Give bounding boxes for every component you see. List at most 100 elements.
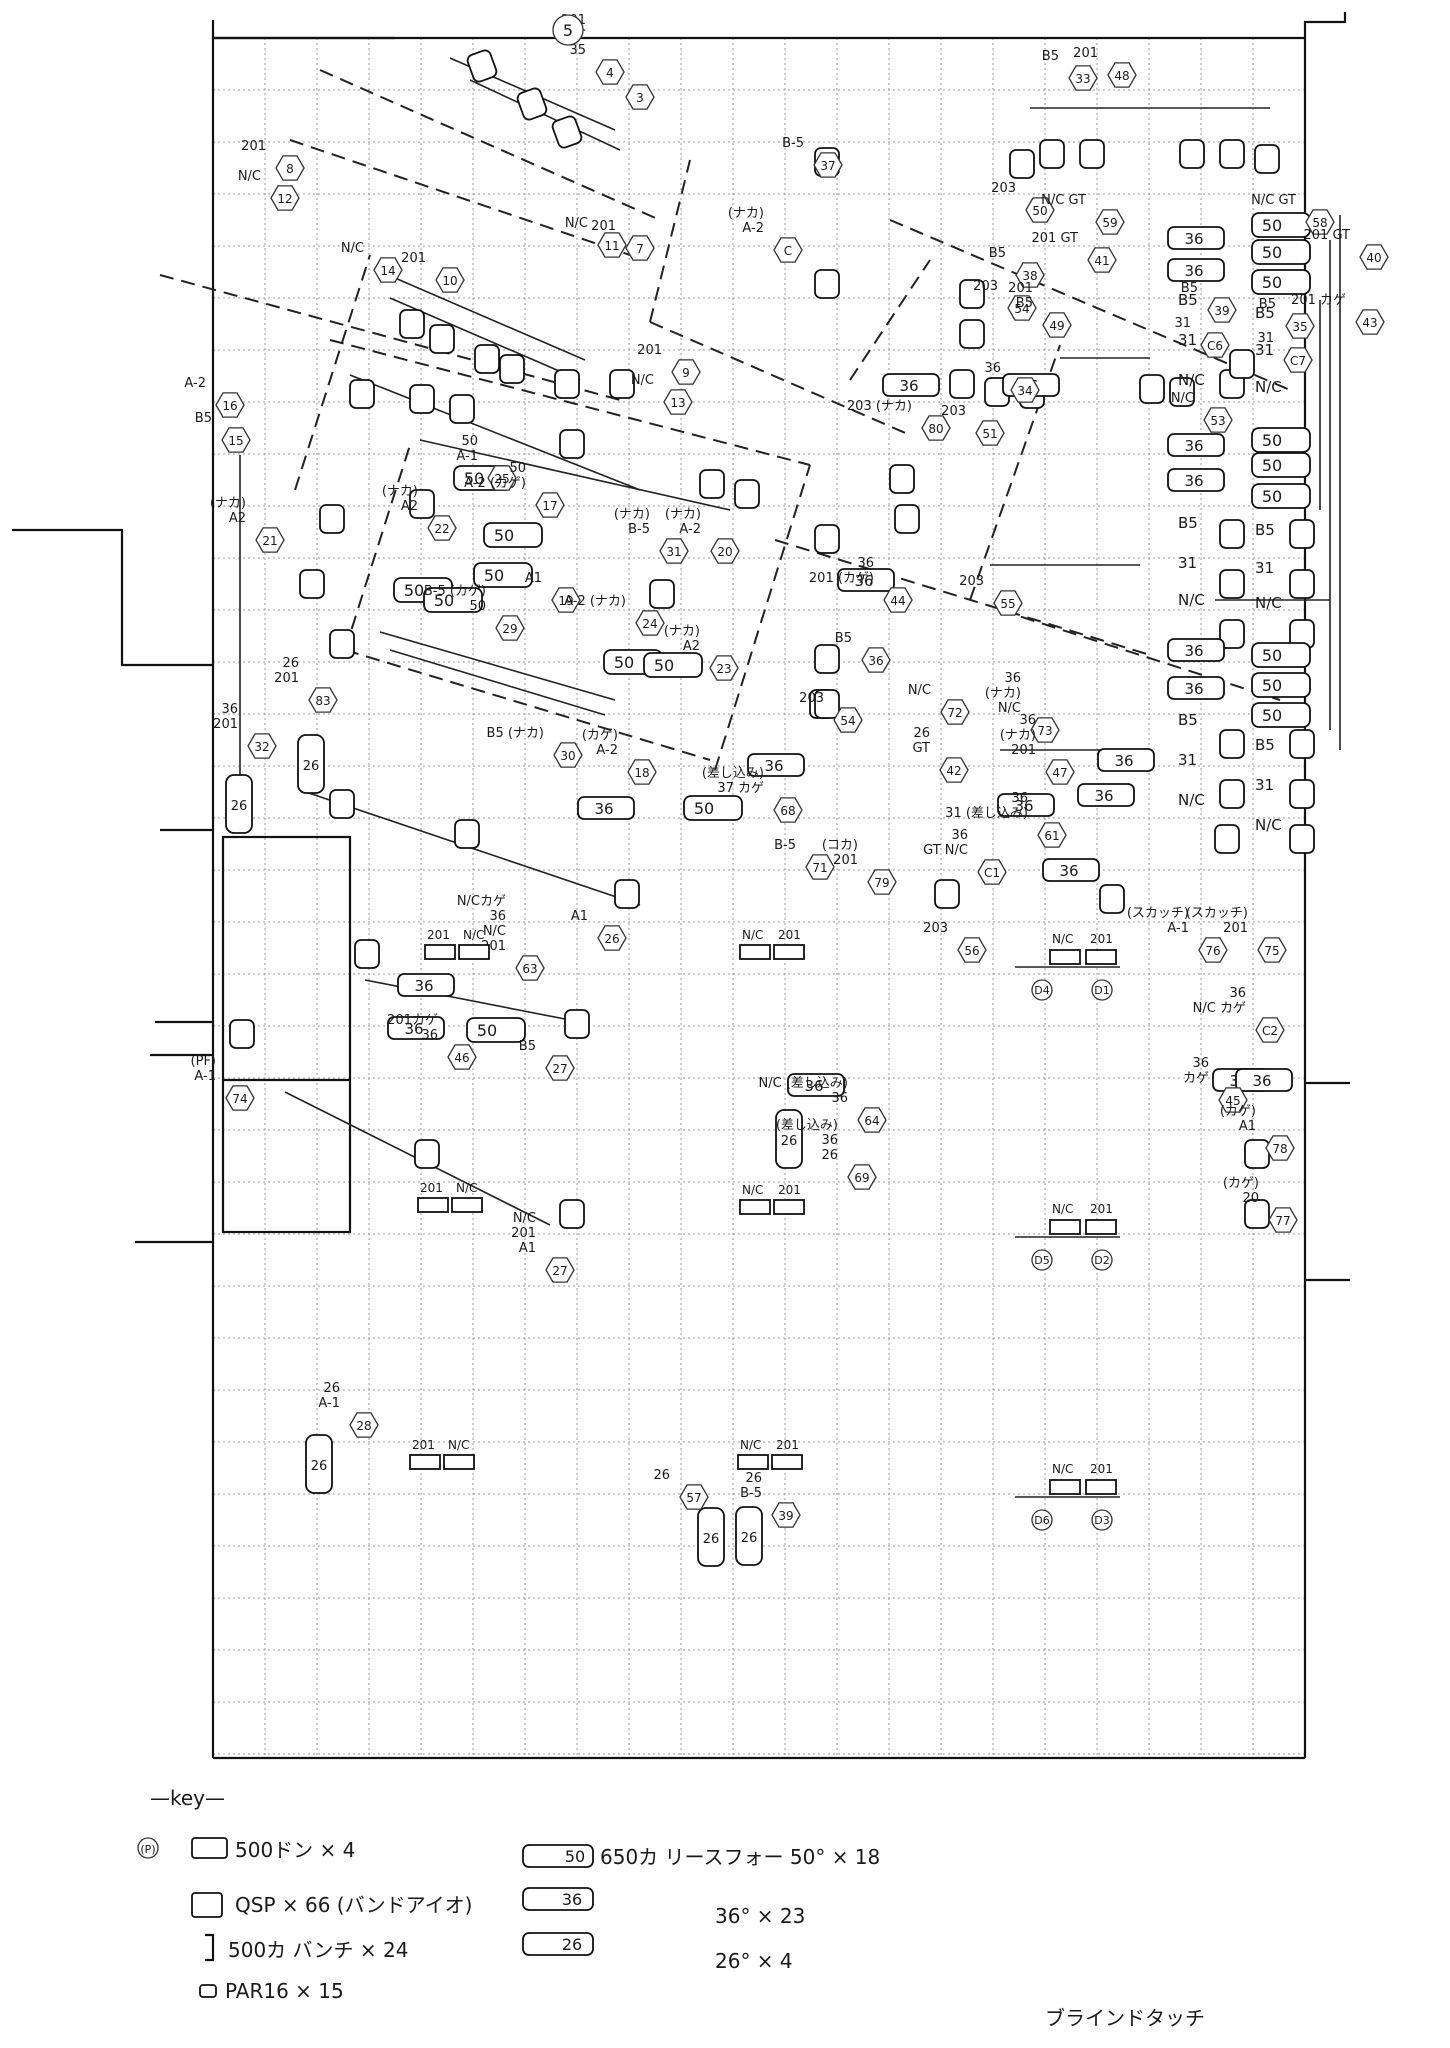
fixture-50	[1251, 452, 1311, 478]
fixture-36	[747, 753, 805, 777]
channel-number: 29	[502, 622, 517, 636]
channel-tag-44: 44	[883, 587, 913, 613]
fixture-qsp	[554, 369, 580, 399]
fixture-26-label: 26	[231, 799, 248, 814]
fixture-label: 201 GT	[1032, 231, 1079, 246]
fixture-labels: 35N/C201201N/CN/C201N/C201201N/CA-2B5A-1…	[184, 13, 1350, 1501]
fixture-label: GT N/C	[923, 843, 968, 858]
hexagon-icon	[1030, 717, 1060, 743]
channel-tag-C1: C1	[977, 859, 1007, 885]
channel-number: 34	[1017, 384, 1032, 398]
fixture-36-label: 36	[899, 377, 918, 395]
fixture-label: (差し込み)	[776, 1118, 838, 1133]
fixture-label: B5	[989, 246, 1006, 261]
fixture-26	[775, 1109, 803, 1169]
fixture-label: 36	[1192, 1056, 1209, 1071]
key-symbol-26	[522, 1932, 594, 1956]
channel-tag-54b: 54	[833, 707, 863, 733]
fixture-label: N/C カゲ	[1193, 1001, 1246, 1016]
channel-tag-73: 73	[1030, 717, 1060, 743]
channel-tag-45: 45	[1218, 1087, 1248, 1113]
fixture-qsp	[1009, 149, 1035, 179]
fixture-50	[466, 1017, 526, 1043]
fixture-label: B-5	[774, 838, 796, 853]
fixture-label: (カゲ)	[1220, 1104, 1256, 1119]
fixture-label: 36	[1011, 791, 1028, 806]
fixture-qsp	[414, 1139, 440, 1169]
channel-tag-57: 57	[679, 1484, 709, 1510]
channel-tag-76: 76	[1198, 937, 1228, 963]
floor-unit-circle	[1091, 1249, 1113, 1271]
channel-number: C	[784, 244, 792, 258]
hexagon-icon	[847, 1164, 877, 1190]
fixture-50	[1251, 672, 1311, 698]
fixture-label: A2	[683, 639, 700, 654]
key-symbol-p-text: (P)	[140, 1843, 155, 1856]
fixture-label: N/C	[908, 683, 931, 698]
fixture-36-label: 36	[1184, 437, 1203, 455]
channel-number: 53	[1210, 414, 1225, 428]
hexagon-icon	[1200, 332, 1230, 358]
fixture-qsp	[349, 379, 375, 409]
channel-number: 48	[1114, 69, 1129, 83]
fixture-50-label: 50	[1262, 646, 1282, 665]
fixture-50-label: 50	[654, 656, 674, 675]
hexagon-icon	[1355, 309, 1385, 335]
key-item-2: 500カ バンチ × 24	[228, 1938, 408, 1962]
fixture-qsp	[449, 394, 475, 424]
channel-number: 7	[636, 242, 644, 256]
channel-number: 37	[820, 159, 835, 173]
fixture-qsp	[229, 1019, 255, 1049]
hexagon-icon	[1257, 937, 1287, 963]
fixture-50-label: 50	[1262, 676, 1282, 695]
stage-number: 5	[563, 21, 573, 40]
fixture-label: 36	[221, 702, 238, 717]
fixture-qsp	[959, 319, 985, 349]
channel-tag-55: 55	[993, 590, 1023, 616]
fixture-label: 26	[323, 1381, 340, 1396]
hexagon-icon	[427, 515, 457, 541]
column-label: N/C	[1178, 591, 1205, 609]
channel-number: 59	[1102, 216, 1117, 230]
channel-tag-26: 26	[597, 925, 627, 951]
hexagon-icon	[487, 465, 517, 491]
floor-label: N/C	[742, 928, 763, 942]
fixture-label: 201	[401, 251, 426, 266]
fixture-label: N/C	[341, 241, 364, 256]
hexagon-icon	[1010, 377, 1040, 403]
channel-tag-4: 4	[595, 59, 625, 85]
hexagon-icon	[1207, 297, 1237, 323]
channel-tag-20: 20	[710, 538, 740, 564]
fixture-36	[1077, 783, 1135, 807]
fixture-label: N/C	[483, 924, 506, 939]
channel-tag-28: 28	[349, 1412, 379, 1438]
fixture-label: 36	[831, 1091, 848, 1106]
fixture-qsp	[559, 429, 585, 459]
channel-number: 18	[634, 766, 649, 780]
fixture-label: A1	[1239, 1119, 1256, 1134]
floor-unit-id: D5	[1034, 1254, 1049, 1267]
fixture-label: A1	[571, 909, 588, 924]
fixture-qsp	[1039, 139, 1065, 169]
fixture-qsp	[814, 689, 840, 719]
hexagon-icon	[921, 415, 951, 441]
fixture-50-label: 50	[484, 566, 504, 585]
fixture-26	[305, 1434, 333, 1494]
column-label-b: N/C	[1255, 594, 1282, 612]
channel-tag-19: 19	[551, 587, 581, 613]
floor-unit-id: D6	[1034, 1514, 1049, 1527]
channel-number: 25	[494, 472, 509, 486]
fixture-50	[643, 652, 703, 678]
fixture-36	[997, 793, 1055, 817]
fixture-label: A1	[519, 1241, 536, 1256]
fixture-36	[1167, 638, 1225, 662]
fixture-50-label: 50	[1262, 243, 1282, 262]
floor-box	[443, 1454, 475, 1470]
fixture-label: 203	[959, 574, 984, 589]
fixture-36-label: 36	[1094, 787, 1113, 805]
hexagon-icon	[545, 1055, 575, 1081]
key-title: —key—	[150, 1786, 225, 1810]
channel-number: 38	[1022, 269, 1037, 283]
fixture-36	[882, 373, 940, 397]
